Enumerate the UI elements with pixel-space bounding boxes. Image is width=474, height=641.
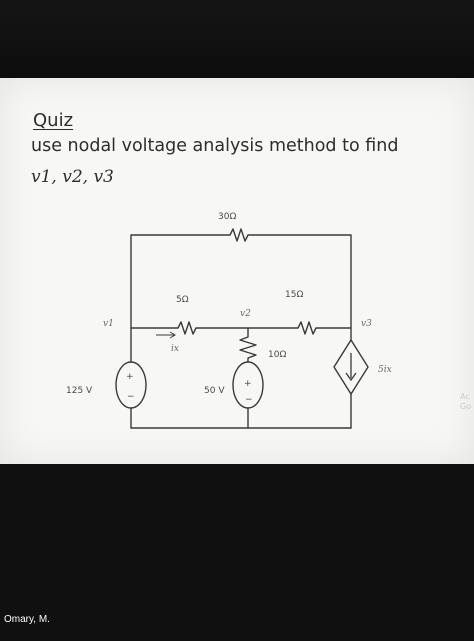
- source-mid-minus: −: [245, 395, 253, 405]
- label-125v: 125 V: [66, 386, 93, 396]
- wire-mid-branch: [239, 327, 257, 363]
- current-arrow-icon: [156, 331, 176, 339]
- slide-variables: v1, v2, v3: [31, 167, 114, 187]
- dependent-current-source: [333, 338, 369, 396]
- wire-middle: [130, 321, 352, 335]
- slide-title: Quiz: [33, 110, 74, 131]
- label-50v: 50 V: [204, 386, 225, 396]
- label-30-ohm: 30Ω: [218, 212, 236, 222]
- voltage-source-125v: [115, 361, 147, 409]
- wire-top: [130, 228, 352, 341]
- presenter-name: Omary, M.: [4, 614, 50, 625]
- label-10-ohm: 10Ω: [268, 350, 286, 360]
- label-ix: ix: [171, 344, 179, 354]
- voltage-source-50v: [232, 361, 264, 409]
- label-node-v1: v1: [103, 319, 114, 329]
- label-5-ohm: 5Ω: [176, 295, 189, 305]
- slide-instruction: use nodal voltage analysis method to fin…: [31, 136, 399, 156]
- label-node-v2: v2: [240, 309, 251, 319]
- label-15-ohm: 15Ω: [285, 290, 303, 300]
- label-5ix: 5ix: [378, 365, 392, 375]
- watermark-text: Ac Go: [460, 392, 472, 411]
- source-left-plus: +: [126, 372, 134, 382]
- label-node-v3: v3: [361, 319, 372, 329]
- source-mid-plus: +: [244, 379, 252, 389]
- source-left-minus: −: [127, 392, 135, 402]
